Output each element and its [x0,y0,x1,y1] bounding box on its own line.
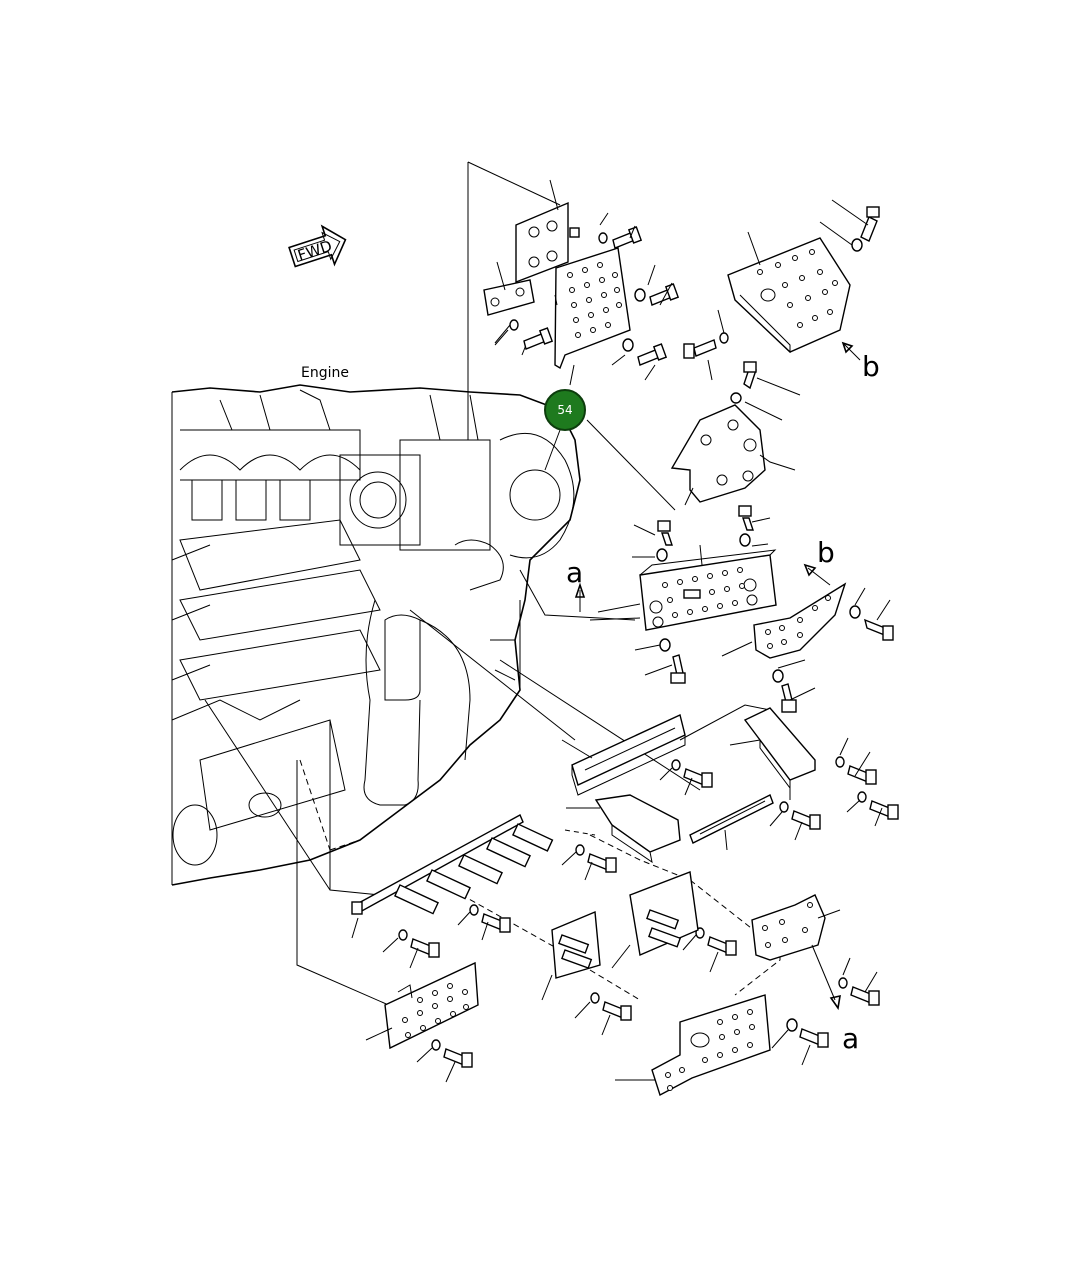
top-bracket-group [483,179,631,386]
bottom-left-plate [365,961,479,1050]
long-channel [561,714,686,796]
stud-rail [351,814,554,939]
right-l-bracket [729,707,816,790]
stud-bracket [541,910,601,1001]
plate-holes [567,262,622,338]
engine-block [171,384,581,886]
label-a-bottom: a [842,1022,859,1055]
top-right-cover [727,231,851,354]
mid-plate [639,544,777,631]
label-b-mid: b [817,536,835,569]
fwd-arrow-icon: FWD [288,224,347,268]
callout-54-ring [544,389,586,431]
stud-plate [611,871,699,969]
callout-54[interactable]: 54 [544,389,586,431]
label-a-mid: a [566,556,583,589]
bolts [382,199,899,1083]
label-b-top: b [862,350,880,383]
center-l-bracket [566,794,681,864]
strip-plate [689,794,774,851]
bottom-right-bracket [751,894,841,961]
engine-label: Engine [301,365,349,381]
right-small-bracket [721,582,847,659]
middle-right-bracket [670,404,796,506]
bottom-plate [615,994,771,1097]
callout-54-number[interactable]: 54 [557,403,572,417]
callout-54-circle[interactable] [545,390,585,430]
